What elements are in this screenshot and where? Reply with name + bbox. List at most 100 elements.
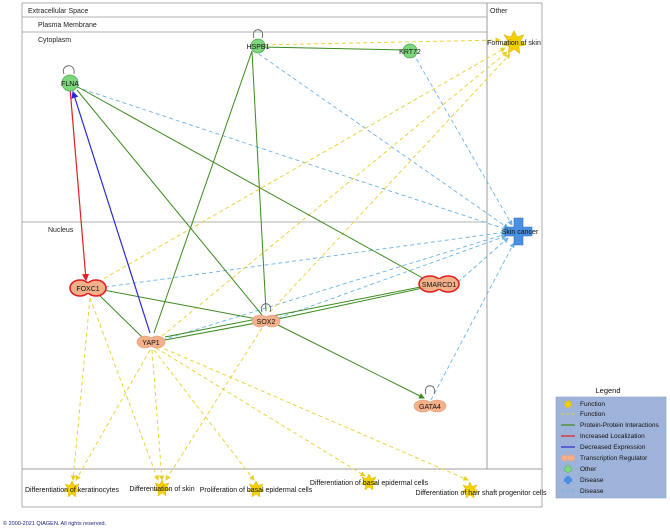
disease-edges xyxy=(75,49,515,401)
node-label-hspb1: HSPB1 xyxy=(247,44,270,51)
node-label-diff-skin: Differentiation of skin xyxy=(129,486,194,493)
transcription-regulator-shape xyxy=(69,279,107,297)
edge-foxc1-diff-skin xyxy=(89,297,159,481)
node-flna[interactable]: FLNA xyxy=(61,74,79,92)
legend-item-function-line: Function xyxy=(561,411,605,418)
edge-sox2-gata4 xyxy=(275,323,425,399)
legend: Legend Function Function Protein-Protein… xyxy=(555,386,667,499)
self-loop-gata4 xyxy=(424,385,436,395)
edge-sox2-formation xyxy=(269,53,511,313)
disease-icon xyxy=(564,476,572,484)
legend-item-disease-line: Disease xyxy=(561,488,604,495)
self-loop-flna xyxy=(62,65,75,75)
edge-hspb1-krt72 xyxy=(261,46,407,51)
edge-yap1-diff-basal xyxy=(155,347,366,477)
node-krt72[interactable]: KRT72 xyxy=(399,43,421,59)
node-label-sox2: SOX2 xyxy=(257,319,276,326)
node-foxc1[interactable]: FOXC1 xyxy=(69,279,107,297)
legend-label: Disease xyxy=(580,477,604,484)
node-prolif-basal[interactable]: Proliferation of basal epidermal cells xyxy=(200,480,313,498)
transcription-regulator-icon xyxy=(560,454,576,462)
legend-label: Other xyxy=(580,466,597,473)
node-label-krt72: KRT72 xyxy=(399,49,421,56)
legend-item-increased-localization: Increased Localization xyxy=(561,433,645,440)
edge-hspb1-yap1 xyxy=(153,50,253,334)
legend-item-transcription-regulator: Transcription Regulator xyxy=(560,454,648,462)
node-label-formation-of-skin: Formation of skin xyxy=(487,40,541,47)
edge-flna-smarcd1 xyxy=(75,85,429,282)
edge-sox2-smarcd1 xyxy=(277,287,424,320)
other-molecule-icon xyxy=(564,465,572,473)
edge-hspb1-formation xyxy=(257,37,501,46)
other-molecule-shape xyxy=(61,74,79,92)
node-label-gata4: GATA4 xyxy=(419,404,441,411)
disease-icon xyxy=(504,217,533,246)
legend-label: Increased Localization xyxy=(580,433,645,440)
edge-gata4-skin-cancer xyxy=(430,242,515,401)
ppi-edges xyxy=(75,46,429,399)
edge-yap1-flna xyxy=(71,90,151,334)
edge-foxc1-diff-keratinocytes xyxy=(70,297,91,481)
legend-item-ppi: Protein-Protein Interactions xyxy=(561,422,660,429)
edge-foxc1-sox2 xyxy=(97,288,258,320)
transcription-regulator-shape xyxy=(136,335,166,349)
node-label-flna: FLNA xyxy=(61,81,79,88)
transcription-regulator-shape xyxy=(413,399,447,413)
edge-hspb1-sox2 xyxy=(251,51,267,312)
transcription-regulator-shape xyxy=(251,314,281,328)
legend-label: Function xyxy=(580,401,605,408)
self-loops xyxy=(62,29,436,395)
edge-flna-foxc1 xyxy=(69,87,90,282)
node-diff-skin[interactable]: Differentiation of skin xyxy=(129,479,195,497)
legend-label: Protein-Protein Interactions xyxy=(580,422,660,429)
edge-foxc1-yap1 xyxy=(95,291,143,338)
edge-sox2-skin-cancer xyxy=(277,234,507,319)
legend-item-decreased-expression: Decreased Expression xyxy=(561,444,646,451)
node-diff-hair[interactable]: Differentiation of hair shaft progenitor… xyxy=(416,481,547,499)
node-sox2[interactable]: SOX2 xyxy=(251,314,281,328)
function-region xyxy=(21,468,543,508)
cell-boundary xyxy=(21,2,488,470)
legend-label: Transcription Regulator xyxy=(580,455,648,462)
edge-flna-sox2 xyxy=(76,89,263,316)
node-diff-basal[interactable]: Differentiation of basal epidermal cells xyxy=(310,473,429,491)
edge-flna-skin-cancer xyxy=(75,86,509,232)
other-molecule-shape xyxy=(250,38,266,54)
edge-yap1-prolif-basal xyxy=(153,349,255,481)
region-nucleus: Nucleus xyxy=(48,227,74,234)
function-edges xyxy=(70,37,511,481)
node-yap1[interactable]: YAP1 xyxy=(136,335,166,349)
edge-sox2-diff-skin xyxy=(165,327,263,481)
self-loop-hspb1 xyxy=(252,29,264,39)
node-label-yap1: YAP1 xyxy=(142,340,159,347)
legend-title: Legend xyxy=(595,386,620,395)
node-label-smarcd1: SMARCD1 xyxy=(422,282,456,289)
node-skin-cancer[interactable]: Skin cancer xyxy=(502,217,539,246)
edge-yap1-skin-cancer xyxy=(161,232,507,341)
legend-label: Decreased Expression xyxy=(580,444,646,451)
region-cytoplasm: Cytoplasm xyxy=(38,37,71,44)
region-extracellular: Extracellular Space xyxy=(28,8,88,15)
node-label-diff-hair: Differentiation of hair shaft progenitor… xyxy=(416,490,547,497)
other-molecule-shape xyxy=(402,43,418,59)
copyright-text: © 2000-2021 QIAGEN. All rights reserved. xyxy=(3,521,107,527)
legend-label: Function xyxy=(580,411,605,418)
node-label-skin-cancer: Skin cancer xyxy=(502,229,539,236)
edge-foxc1-skin-cancer xyxy=(97,229,507,289)
node-label-foxc1: FOXC1 xyxy=(76,286,99,293)
edge-yap1-sox2 xyxy=(164,322,257,341)
region-plasma-membrane: Plasma Membrane xyxy=(38,22,97,29)
node-hspb1[interactable]: HSPB1 xyxy=(247,38,270,54)
edge-hspb1-skin-cancer xyxy=(252,49,509,229)
node-formation-of-skin[interactable]: Formation of skin xyxy=(487,30,541,54)
edge-yap1-diff-hair xyxy=(157,345,469,481)
transcription-regulator-shape xyxy=(418,275,460,293)
region-other: Other xyxy=(490,8,508,15)
node-smarcd1[interactable]: SMARCD1 xyxy=(418,275,460,293)
node-diff-keratinocytes[interactable]: Differentiation of keratinocytes xyxy=(25,480,120,498)
node-gata4[interactable]: GATA4 xyxy=(413,399,447,413)
edge-yap1-diff-keratinocytes xyxy=(75,349,151,481)
edge-yap1-diff-skin xyxy=(151,349,165,481)
cell-compartments: Extracellular Space Plasma Membrane Cyto… xyxy=(21,2,543,508)
